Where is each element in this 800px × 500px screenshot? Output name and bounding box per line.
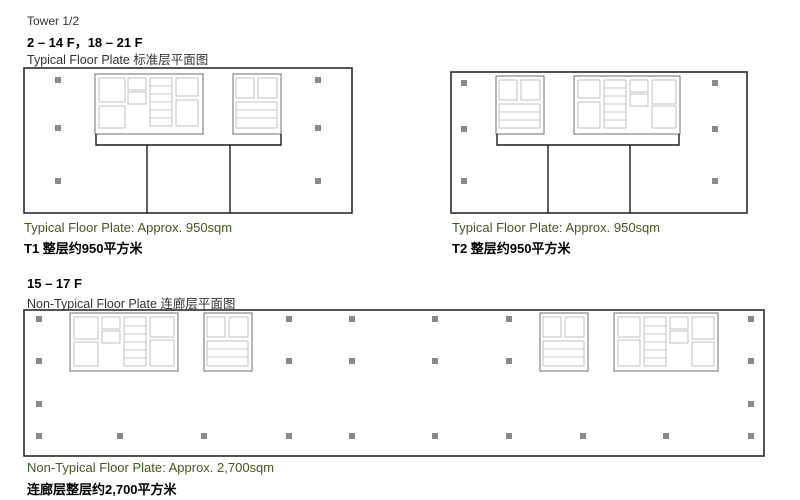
- non-typical-plate-title: Non-Typical Floor Plate 连廊层平面图: [27, 297, 236, 311]
- core-link-2: [203, 312, 253, 372]
- caption-link-cn: 连廊层整层约2,700平方米: [27, 482, 177, 497]
- core-t1-right: [232, 73, 282, 135]
- plate-outline-link: [23, 309, 765, 457]
- caption-link-en: Non-Typical Floor Plate: Approx. 2,700sq…: [27, 460, 275, 475]
- floors-range-bottom: 15 – 17 F: [27, 276, 82, 291]
- tower-label: Tower 1/2: [27, 14, 80, 28]
- columns-t2: [461, 80, 718, 184]
- core-link-1: [69, 312, 179, 372]
- columns-link: [36, 316, 754, 439]
- caption-t2-en: Typical Floor Plate: Approx. 950sqm: [452, 220, 661, 235]
- typical-plate-title: Typical Floor Plate 标准层平面图: [27, 53, 209, 67]
- caption-t1-en: Typical Floor Plate: Approx. 950sqm: [24, 220, 233, 235]
- caption-t2-cn: T2 整层约950平方米: [452, 241, 571, 256]
- core-t2-right: [573, 75, 681, 135]
- columns-t1: [55, 77, 321, 184]
- core-link-4: [613, 312, 719, 372]
- core-link-3: [539, 312, 589, 372]
- plate-outline-t2: [450, 71, 748, 214]
- floors-range-top: 2 – 14 F，18 – 21 F: [27, 35, 143, 50]
- plate-outline-t1: [23, 67, 353, 214]
- core-t1-left: [94, 73, 204, 135]
- caption-t1-cn: T1 整层约950平方米: [24, 241, 143, 256]
- core-t2-left: [495, 75, 545, 135]
